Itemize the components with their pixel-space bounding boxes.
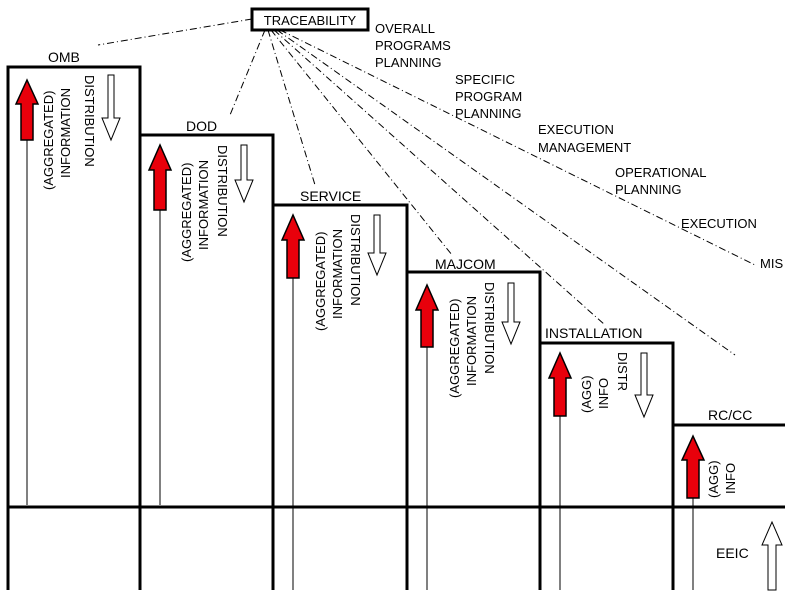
planning-labels: OVERALL PROGRAMS PLANNING SPECIFIC PROGR… — [375, 21, 783, 271]
distribution-down-arrow-icon — [101, 74, 121, 142]
up-labels: (AGGREGATED) INFORMATION (AGGREGATED) IN… — [41, 88, 738, 498]
level-name-installation: INSTALLATION — [545, 325, 643, 341]
red-up-arrow-icon — [280, 213, 306, 279]
level-name-dod: DOD — [186, 118, 217, 134]
dod-up-label-line-2: INFORMATION — [196, 160, 211, 250]
red-up-arrow-icon — [147, 143, 173, 211]
eeic-label: EEIC — [716, 545, 749, 561]
level-names: OMB DOD SERVICE MAJCOM INSTALLATION RC/C… — [48, 49, 752, 423]
installation-up-label-line-1: (AGG) — [579, 375, 594, 413]
service-up-label-line-1: (AGGREGATED) — [313, 232, 328, 331]
level-name-omb: OMB — [48, 49, 80, 65]
planning-specific-line-2: PROGRAM — [455, 89, 522, 104]
level-name-rccc: RC/CC — [708, 407, 752, 423]
service-up-label-line-2: INFORMATION — [330, 229, 345, 319]
level-name-majcom: MAJCOM — [435, 256, 496, 272]
column-dividers — [138, 135, 675, 590]
eeic-up-arrow-icon — [761, 520, 783, 591]
aggregation-lines — [26, 112, 694, 590]
majcom-up-label-line-2: INFORMATION — [464, 296, 479, 386]
majcom-up-label-line-1: (AGGREGATED) — [447, 299, 462, 398]
planning-execmgmt-line-1: EXECUTION — [538, 122, 614, 137]
traceability-label: TRACEABILITY — [264, 13, 357, 28]
level-name-service: SERVICE — [300, 188, 361, 204]
omb-up-label-line-2: INFORMATION — [58, 88, 73, 178]
dod-down-label: DISTRIBUTION — [215, 145, 230, 237]
down-arrows — [101, 74, 654, 419]
omb-down-label: DISTRIBUTION — [82, 75, 97, 167]
rccc-up-label-line-1: (AGG) — [706, 460, 721, 498]
planning-overall-line-2: PROGRAMS — [375, 38, 451, 53]
red-up-arrow-icon — [547, 351, 573, 417]
omb-up-label-line-1: (AGGREGATED) — [41, 91, 56, 190]
distribution-down-arrow-icon — [367, 214, 387, 277]
red-up-arrow-icon — [680, 434, 706, 499]
planning-execution: EXECUTION — [681, 216, 757, 231]
red-up-arrow-icon — [414, 283, 440, 348]
planning-overall-line-3: PLANNING — [375, 55, 441, 70]
majcom-down-label: DISTRIBUTION — [482, 282, 497, 374]
staircase-outline — [6, 65, 785, 590]
distribution-down-arrow-icon — [501, 282, 521, 346]
planning-specific-line-3: PLANNING — [455, 106, 521, 121]
dod-up-label-line-1: (AGGREGATED) — [179, 163, 194, 262]
down-labels: DISTRIBUTION DISTRIBUTION DISTRIBUTION D… — [82, 75, 630, 391]
red-up-arrow-icon — [14, 78, 40, 141]
installation-down-label: DISTR — [615, 352, 630, 391]
planning-execmgmt-line-2: MANAGEMENT — [538, 140, 631, 155]
rccc-up-label-line-2: INFO — [723, 463, 738, 494]
planning-operational-line-1: OPERATIONAL — [615, 165, 707, 180]
distribution-down-arrow-icon — [234, 144, 254, 204]
planning-overall-line-1: OVERALL — [375, 21, 435, 36]
planning-mis: MIS — [760, 256, 783, 271]
planning-operational-line-2: PLANNING — [615, 182, 681, 197]
installation-up-label-line-2: INFO — [596, 378, 611, 409]
planning-specific-line-1: SPECIFIC — [455, 72, 515, 87]
up-arrows — [14, 78, 706, 499]
traceability-connectors — [97, 18, 756, 356]
service-down-label: DISTRIBUTION — [348, 214, 363, 306]
distribution-down-arrow-icon — [634, 352, 654, 419]
